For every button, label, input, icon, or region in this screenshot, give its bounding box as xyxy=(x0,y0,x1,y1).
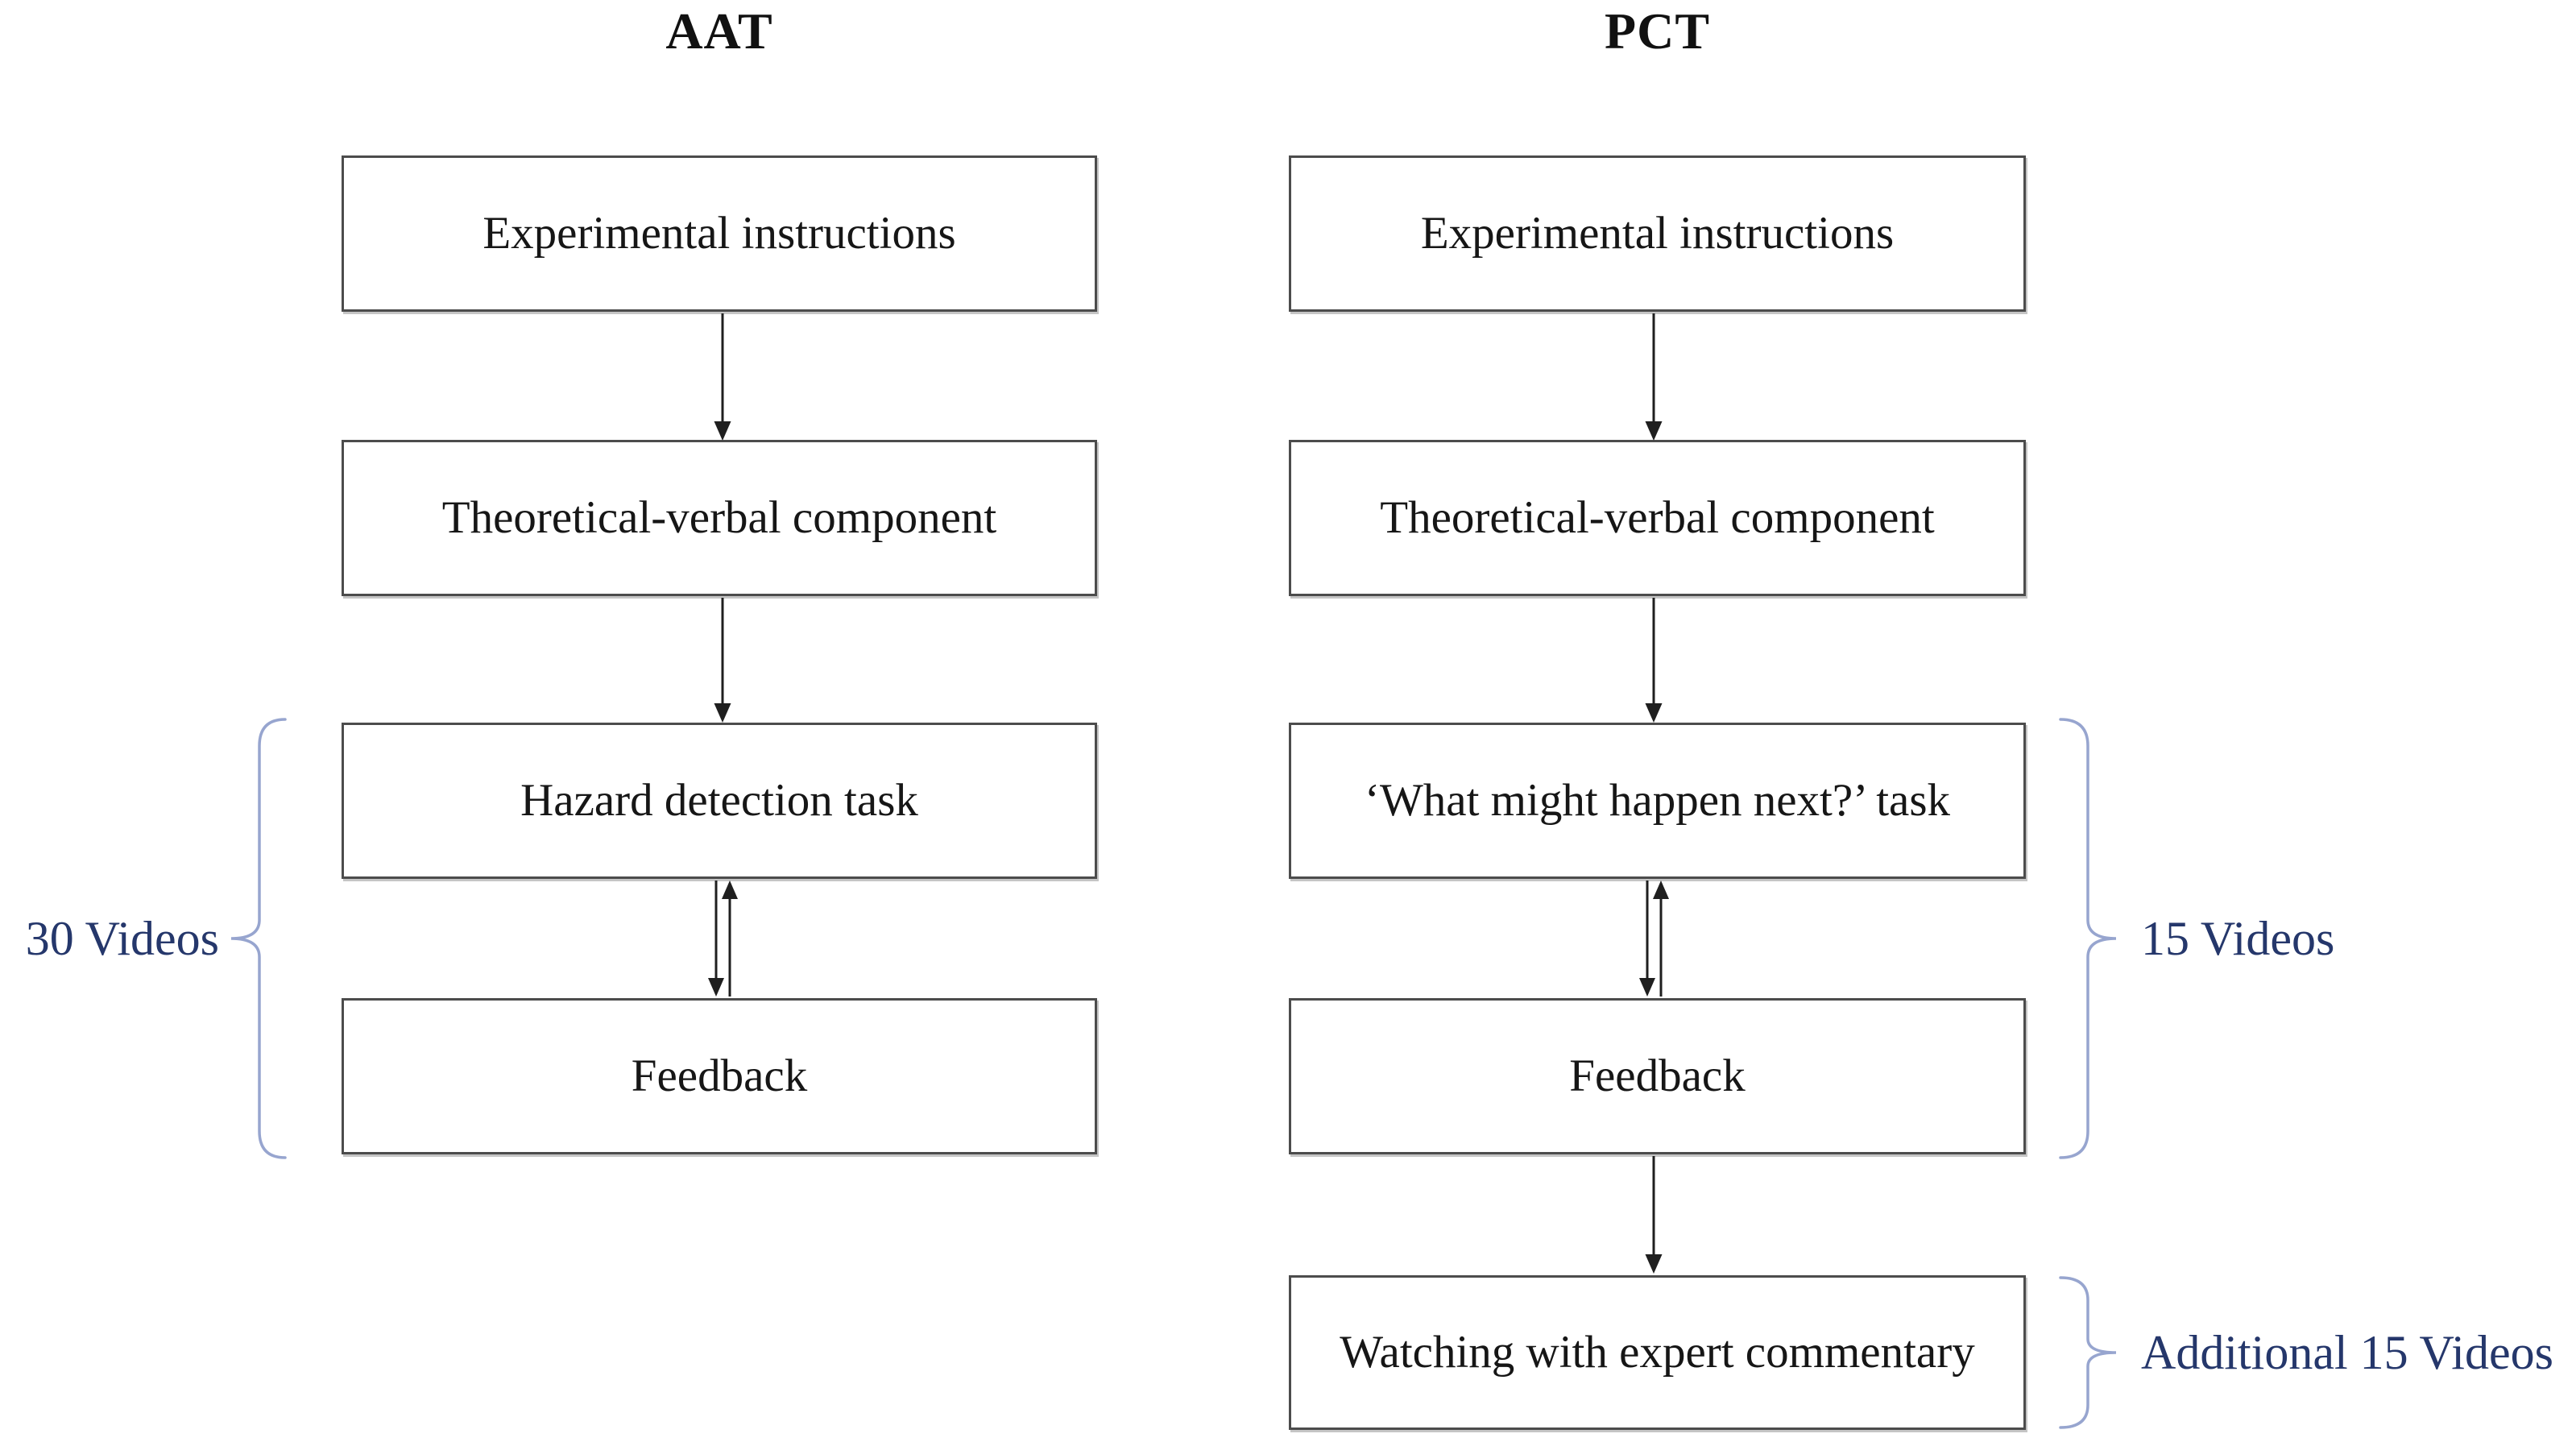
pct-down-arrow-3 xyxy=(1645,1156,1663,1274)
box-label: Theoretical-verbal component xyxy=(441,492,997,544)
box-label: Feedback xyxy=(1569,1050,1746,1102)
pct-double-two-way-arrow xyxy=(1639,881,1669,997)
pct-down-arrow-2 xyxy=(1645,598,1663,723)
label-30-videos: 30 Videos xyxy=(25,912,219,965)
box-label: Theoretical-verbal component xyxy=(1380,492,1935,544)
box-label: Hazard detection task xyxy=(520,775,918,827)
box-label: ‘What might happen next?’ task xyxy=(1364,775,1951,827)
aat-down-arrow-1 xyxy=(714,313,731,441)
brace-additional-15-videos xyxy=(2059,1276,2117,1429)
pct-box-what-might-happen-next-task: ‘What might happen next?’ task xyxy=(1289,723,2026,879)
aat-down-arrow-2 xyxy=(714,598,731,723)
label-additional-15-videos: Additional 15 Videos xyxy=(2141,1326,2553,1379)
aat-double-two-way-arrow xyxy=(708,881,738,997)
aat-box-experimental-instructions: Experimental instructions xyxy=(342,155,1097,312)
column-title-pct: PCT xyxy=(1605,2,1710,60)
label-15-videos: 15 Videos xyxy=(2141,912,2335,965)
pct-box-feedback: Feedback xyxy=(1289,998,2026,1154)
box-label: Experimental instructions xyxy=(482,208,956,259)
aat-box-feedback: Feedback xyxy=(342,998,1097,1154)
pct-box-theoretical-verbal-component: Theoretical-verbal component xyxy=(1289,440,2026,596)
box-label: Feedback xyxy=(631,1050,808,1102)
aat-box-hazard-detection-task: Hazard detection task xyxy=(342,723,1097,879)
brace-15-videos xyxy=(2059,718,2117,1159)
brace-30-videos xyxy=(230,718,287,1159)
box-label: Watching with expert commentary xyxy=(1340,1327,1975,1378)
column-title-aat: AAT xyxy=(665,2,773,60)
aat-box-theoretical-verbal-component: Theoretical-verbal component xyxy=(342,440,1097,596)
box-label: Experimental instructions xyxy=(1420,208,1895,259)
pct-box-experimental-instructions: Experimental instructions xyxy=(1289,155,2026,312)
pct-down-arrow-1 xyxy=(1645,313,1663,441)
pct-box-watching-with-expert-commentary: Watching with expert commentary xyxy=(1289,1275,2026,1430)
